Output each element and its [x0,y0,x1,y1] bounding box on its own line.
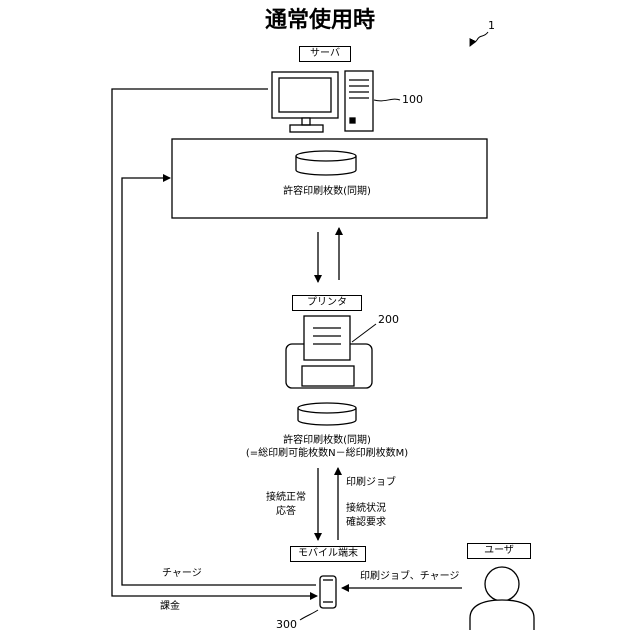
mobile-label-box: モバイル端末 [290,546,366,562]
user-action-label: 印刷ジョブ、チャージ [360,572,459,582]
charge-label: チャージ [162,569,202,579]
server-db-label: 許容印刷枚数(同期) [277,187,377,197]
user-label-box: ユーザ [467,543,531,559]
connection-status-label: 接続状況 [346,504,386,514]
printer-label-box: プリンタ [292,295,362,311]
print-job-label: 印刷ジョブ [346,478,396,488]
check-request-label: 確認要求 [346,518,386,528]
server-ref-number: 100 [402,94,423,105]
figure-ref-number: 1 [488,20,495,31]
server-label-box: サーバ [299,46,351,62]
mobile-ref-number: 300 [276,619,297,630]
printer-ref-number: 200 [378,314,399,325]
mobile-ref-leader [300,610,318,620]
printer-ref-leader [352,324,376,342]
server-database-icon [296,151,356,175]
page-title: 通常使用時 [0,10,640,32]
printer-database-icon [298,403,356,425]
mobile-phone-icon [320,576,336,608]
billing-label: 課金 [160,602,180,612]
figure-ref-arrow [470,32,488,46]
printer-db-label-1: 許容印刷枚数(同期) [227,436,427,446]
user-icon [470,567,534,630]
response-label: 応答 [276,507,296,517]
server-computer-icon [272,71,373,132]
printer-db-label-2: (=総印刷可能枚数N－総印刷枚数M) [217,449,437,459]
server-ref-leader [374,99,400,101]
printer-icon [286,316,372,388]
connection-ok-label: 接続正常 [266,493,306,503]
